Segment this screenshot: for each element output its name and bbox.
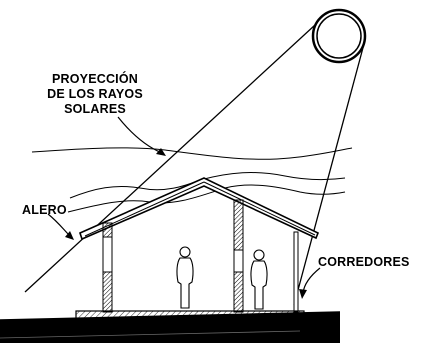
corridors-label: CORREDORES: [318, 255, 410, 269]
corridors-callout-arrow: [302, 267, 321, 294]
corridor-post: [293, 231, 299, 313]
projection-label-line3: SOLARES: [64, 102, 126, 116]
ground: [0, 311, 341, 343]
projection-callout-arrow: [117, 116, 163, 154]
projection-label: PROYECCIÓN DE LOS RAYOS SOLARES: [28, 72, 162, 117]
eave-label: ALERO: [22, 203, 67, 217]
left-wall: [102, 222, 113, 313]
central-wall: [233, 199, 244, 313]
projection-label-line2: DE LOS RAYOS: [47, 87, 143, 101]
person-figure-icon: [250, 249, 268, 310]
sun-ray-right: [293, 43, 365, 306]
air-flow-lines: [31, 147, 353, 213]
person-figure-icon: [176, 246, 194, 309]
projection-label-line1: PROYECCIÓN: [51, 72, 139, 86]
sun-icon: [311, 8, 367, 64]
sun-ray-left: [24, 24, 316, 293]
